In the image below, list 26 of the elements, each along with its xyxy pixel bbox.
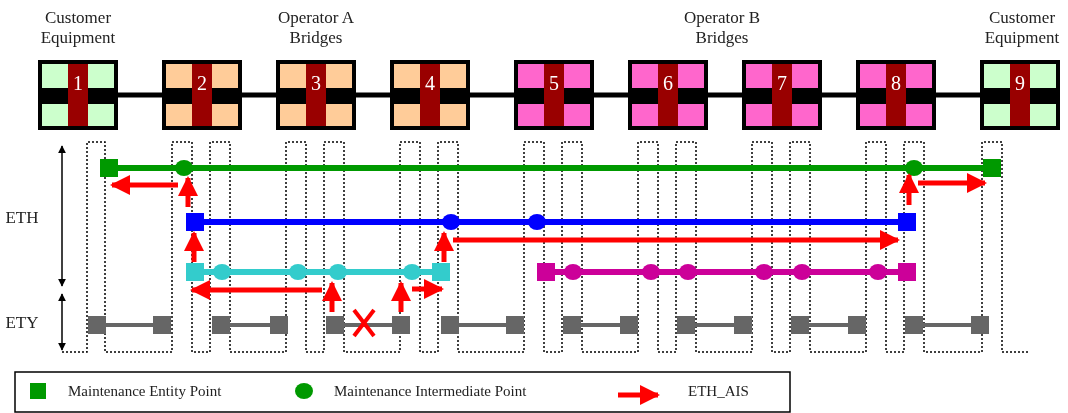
group-heading: Customer Equipment [39,8,117,48]
connector-line [356,92,390,98]
legend-text: ETH_AIS [688,382,749,400]
layer-label: ETH [4,208,40,228]
connector-line [822,92,856,98]
bridge-number: 9 [1014,72,1026,94]
connector-line [242,92,276,98]
connector-line [594,92,628,98]
connector-line [708,92,742,98]
layer-label: ETY [4,313,40,333]
bridge-number: 1 [72,72,84,94]
connector-line [118,92,162,98]
bridge-number: 6 [662,72,674,94]
connector-line [936,92,980,98]
legend-text: Maintenance Intermediate Point [334,382,527,400]
connector-line [470,92,514,98]
bridge-number: 8 [890,72,902,94]
group-heading: Customer Equipment [983,8,1061,48]
bridge-number: 3 [310,72,322,94]
group-heading: Operator B Bridges [683,8,761,48]
group-heading: Operator A Bridges [277,8,355,48]
bridge-number: 5 [548,72,560,94]
bridge-number: 4 [424,72,436,94]
bridge-number: 2 [196,72,208,94]
legend-text: Maintenance Entity Point [68,382,222,400]
bridge-number: 7 [776,72,788,94]
